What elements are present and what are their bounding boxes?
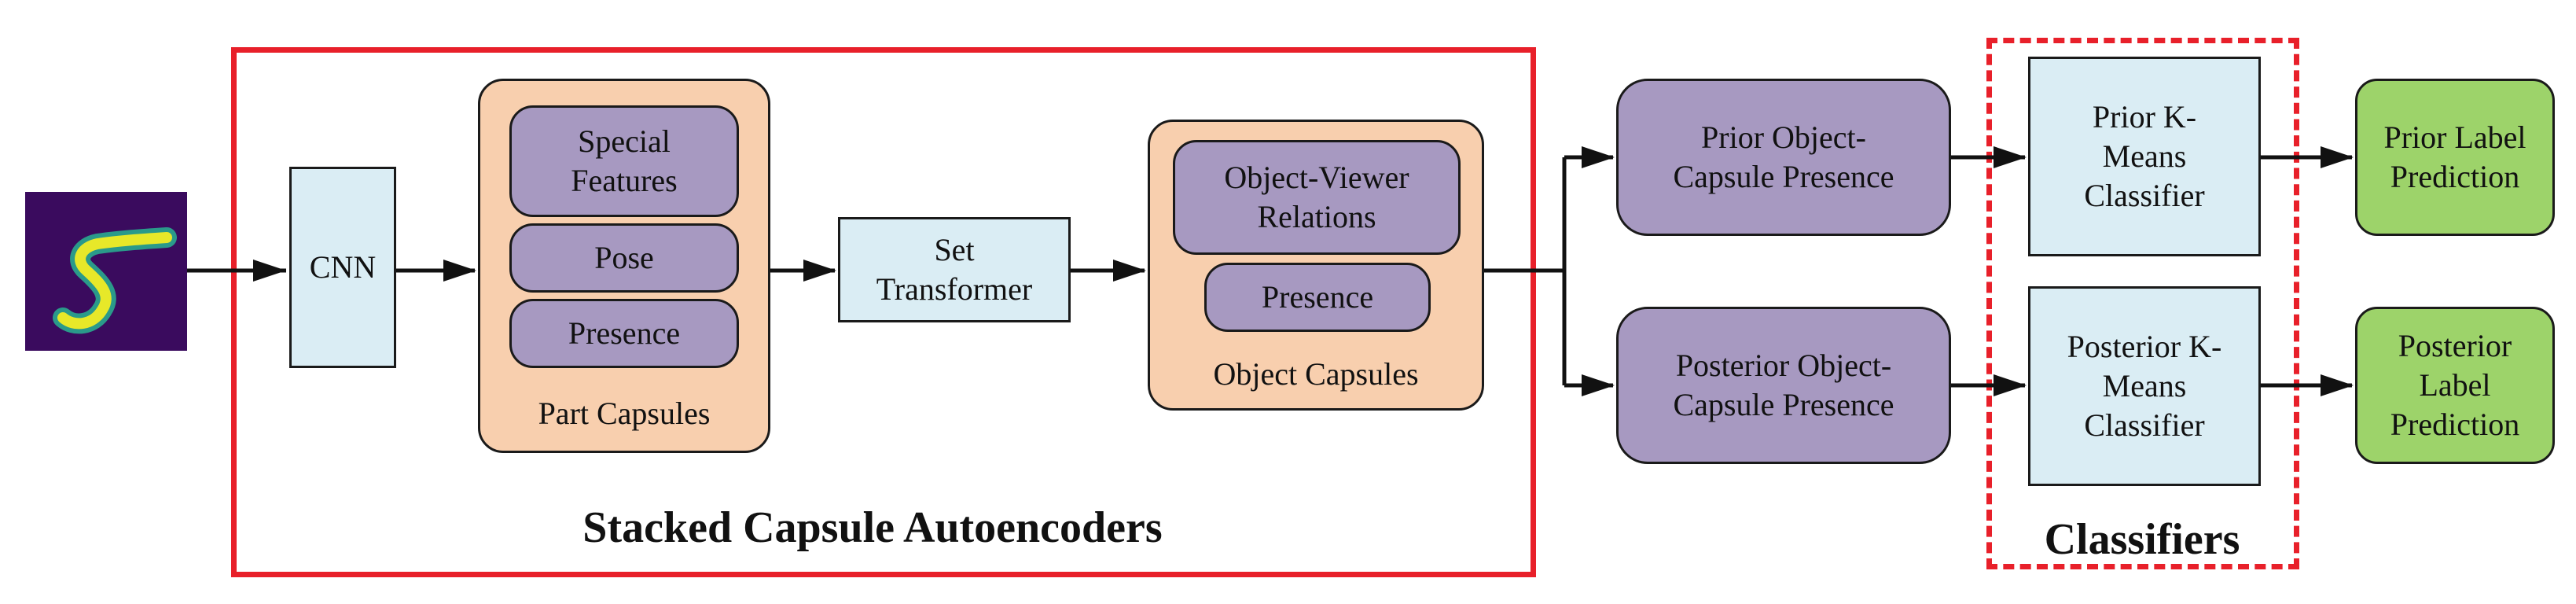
posterior-presence-node: Posterior Object-Capsule Presence bbox=[1616, 307, 1951, 464]
arrowhead bbox=[1582, 374, 1615, 396]
arrowhead bbox=[1113, 260, 1146, 282]
pose-node: Pose bbox=[509, 223, 739, 293]
arrowhead bbox=[253, 260, 286, 282]
part-presence-node: Presence bbox=[509, 299, 739, 368]
object-viewer-relations-node: Object-Viewer Relations bbox=[1173, 140, 1461, 255]
part-capsules-label: Part Capsules bbox=[538, 396, 711, 431]
prior-classifier-node: Prior K-Means Classifier bbox=[2028, 57, 2261, 256]
object-capsules-label: Object Capsules bbox=[1213, 356, 1419, 392]
arrowhead bbox=[1582, 146, 1615, 168]
classifiers-group-label: Classifiers bbox=[2044, 515, 2240, 564]
cnn-label: CNN bbox=[309, 249, 377, 285]
posterior-prediction-node: Posterior Label Prediction bbox=[2355, 307, 2555, 464]
handwritten-digit-5-image bbox=[53, 227, 177, 334]
special-features-node: Special Features bbox=[509, 105, 739, 217]
arrowhead bbox=[2321, 146, 2354, 168]
arrowhead bbox=[443, 260, 476, 282]
posterior-classifier-node: Posterior K-Means Classifier bbox=[2028, 286, 2261, 486]
set-transformer-node: Set Transformer bbox=[838, 217, 1071, 322]
object-presence-node: Presence bbox=[1204, 263, 1431, 332]
arrowhead bbox=[1994, 146, 2027, 168]
cnn-node: CNN bbox=[289, 167, 396, 368]
prior-prediction-node: Prior Label Prediction bbox=[2355, 79, 2555, 236]
arrowhead bbox=[803, 260, 836, 282]
prior-presence-node: Prior Object-Capsule Presence bbox=[1616, 79, 1951, 236]
arrowhead bbox=[2321, 374, 2354, 396]
scae-group-frame bbox=[231, 47, 1536, 577]
input-digit-image bbox=[25, 192, 187, 351]
classifiers-group-frame bbox=[1986, 38, 2299, 569]
scae-group-label: Stacked Capsule Autoencoders bbox=[582, 503, 1163, 552]
arrowhead bbox=[1994, 374, 2027, 396]
